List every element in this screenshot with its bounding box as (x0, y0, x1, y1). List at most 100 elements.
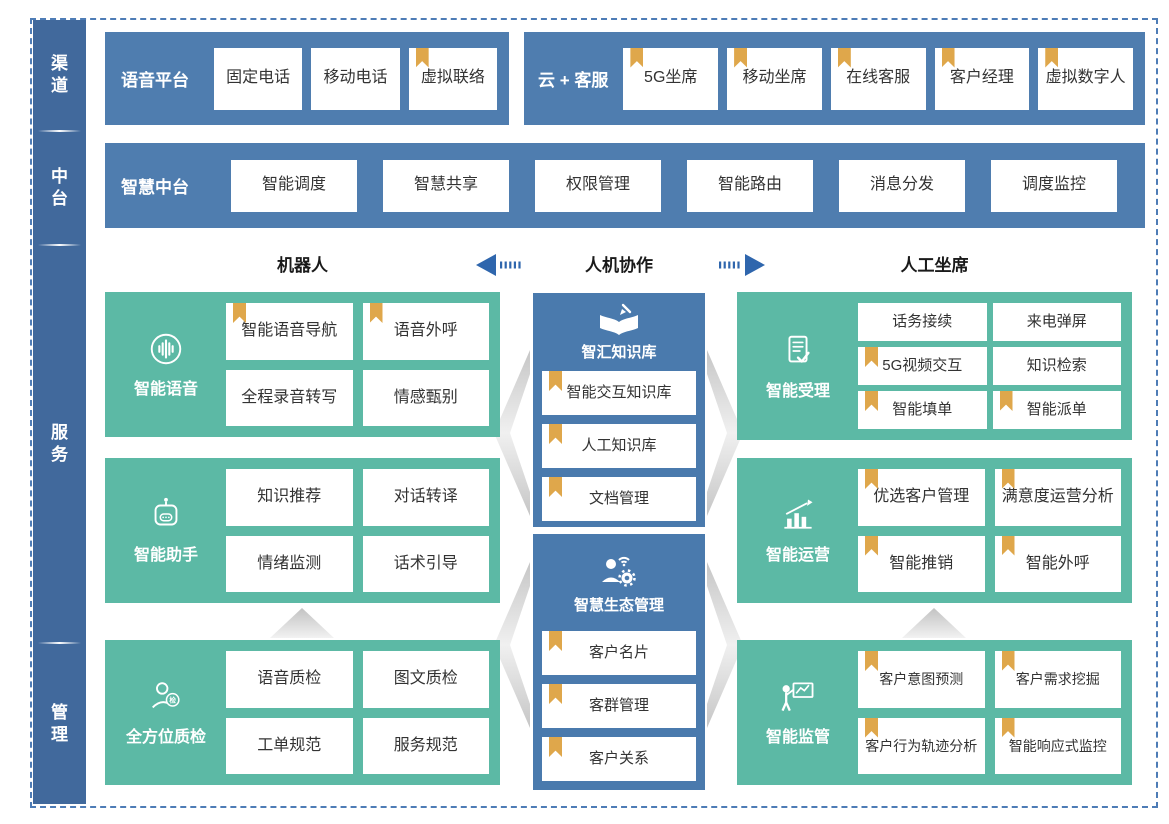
feature-label: 客群管理 (588, 697, 649, 715)
quality-check-block: 检 全方位质检 语音质检 图文质检 工单规范 服务规范 (105, 640, 500, 785)
feature-label: 客户意图预测 (879, 671, 964, 688)
feature-item: 全程录音转写 (226, 369, 353, 426)
bookmark-icon (415, 47, 429, 68)
layer-label: 服务 (51, 422, 68, 464)
bookmark-icon (549, 684, 562, 704)
feature-label: 移动坐席 (742, 69, 807, 87)
feature-item: 话术引导 (362, 535, 489, 592)
feature-label: 智能填单 (892, 401, 953, 419)
feature-label: 服务规范 (393, 736, 458, 754)
cloud-service-bar: 云 + 客服 5G坐席 移动坐席 在线客服 客户经理 虚拟数字人 (524, 32, 1145, 125)
feature-label: 固定电话 (226, 69, 291, 87)
feature-label: 工单规范 (257, 736, 322, 754)
feature-item: 固定电话 (214, 47, 303, 110)
feature-item: 服务规范 (362, 717, 489, 774)
feature-label: 移动电话 (323, 69, 388, 87)
group-title: 智慧中台 (121, 178, 189, 197)
feature-label: 图文质检 (393, 670, 458, 688)
bookmark-icon (549, 631, 562, 651)
feature-item: 工单规范 (226, 717, 353, 774)
block-label: 智能运营 (748, 469, 848, 592)
feature-item: 图文质检 (362, 651, 489, 708)
feature-item: 人工知识库 (542, 424, 696, 468)
bookmark-icon (1001, 535, 1015, 556)
bookmark-icon (941, 47, 955, 68)
block-title: 智能语音 (133, 381, 198, 398)
feature-item: 语音质检 (226, 651, 353, 708)
feature-label: 智能调度 (261, 176, 326, 194)
bookmark-icon (233, 303, 246, 323)
layer-cell-channel: 渠道 (33, 20, 86, 130)
layer-label: 中台 (51, 166, 68, 208)
feature-item: 对话转译 (362, 469, 489, 526)
bookmark-icon (630, 47, 644, 68)
bookmark-icon (865, 469, 878, 489)
block-title: 智慧生态管理 (573, 596, 664, 614)
feature-label: 智能外呼 (1025, 554, 1090, 572)
block-label: 智能监管 (748, 651, 848, 774)
layer-cell-management: 管理 (33, 644, 86, 804)
arrow-left-icon (476, 254, 522, 276)
layer-label: 管理 (51, 702, 68, 744)
knowledge-base-block: 智汇知识库 智能交互知识库 人工知识库 文档管理 (533, 293, 705, 527)
feature-label: 语音外呼 (393, 322, 458, 340)
feature-label: 智能响应式监控 (1008, 737, 1107, 754)
feature-item: 文档管理 (542, 477, 696, 521)
feature-item: 知识检索 (992, 347, 1121, 385)
section-header-agent: 人工坐席 (900, 255, 969, 275)
feature-item: 客群管理 (542, 684, 696, 728)
book-pen-icon (600, 303, 638, 335)
feature-item: 优选客户管理 (858, 469, 985, 526)
feature-item: 情感甄别 (362, 369, 489, 426)
layer-cell-service: 服务 (33, 246, 86, 642)
feature-label: 话术引导 (393, 554, 458, 572)
feature-item: 5G坐席 (623, 47, 719, 110)
feature-item: 智能派单 (992, 391, 1121, 429)
agent-gear-icon (602, 556, 636, 587)
voice-platform-bar: 语音平台 固定电话 移动电话 虚拟联络 (105, 32, 509, 125)
dashed-border-frame (30, 18, 1158, 808)
feature-label: 客户名片 (588, 644, 649, 662)
bookmark-icon (865, 391, 878, 411)
feature-label: 客户需求挖掘 (1015, 671, 1100, 688)
feature-label: 客户关系 (588, 750, 649, 768)
bookmark-icon (549, 371, 562, 391)
block-label: 智能助手 (116, 469, 216, 592)
feature-label: 智能派单 (1026, 401, 1087, 419)
feature-label: 在线客服 (846, 69, 911, 87)
feature-label: 智能交互知识库 (566, 384, 672, 402)
triangle-up-icon (270, 608, 334, 638)
feature-label: 客户经理 (949, 69, 1014, 87)
chevron-left-icon (494, 350, 530, 516)
feature-label: 权限管理 (565, 176, 630, 194)
chart-up-icon (784, 499, 813, 529)
rail-divider (38, 642, 81, 644)
feature-item: 智能语音导航 (226, 303, 353, 360)
feature-item: 调度监控 (991, 159, 1117, 212)
layer-label: 渠道 (51, 53, 68, 95)
section-header-robot: 机器人 (277, 255, 328, 275)
feature-item: 语音外呼 (362, 303, 489, 360)
inspector-badge-icon: 检 (152, 682, 180, 709)
bookmark-icon (734, 47, 748, 68)
bookmark-icon (549, 737, 562, 757)
bookmark-icon (865, 347, 878, 367)
block-label: 智能语音 (116, 303, 216, 426)
bookmark-icon (865, 717, 878, 738)
feature-label: 客户行为轨迹分析 (865, 737, 978, 754)
feature-item: 智能填单 (858, 391, 987, 429)
voice-wave-icon (150, 333, 182, 365)
feature-item: 5G视频交互 (858, 347, 987, 385)
feature-item: 虚拟数字人 (1038, 47, 1133, 110)
bookmark-icon (1001, 469, 1015, 489)
feature-label: 优选客户管理 (873, 488, 970, 506)
feature-item: 移动电话 (311, 47, 400, 110)
feature-label: 5G视频交互 (882, 357, 963, 375)
feature-item: 消息分发 (839, 159, 965, 212)
feature-item: 客户经理 (934, 47, 1030, 110)
feature-item: 客户意图预测 (858, 651, 985, 708)
block-title: 智能受理 (765, 382, 830, 400)
feature-label: 消息分发 (869, 176, 934, 194)
feature-item: 客户关系 (542, 737, 696, 781)
